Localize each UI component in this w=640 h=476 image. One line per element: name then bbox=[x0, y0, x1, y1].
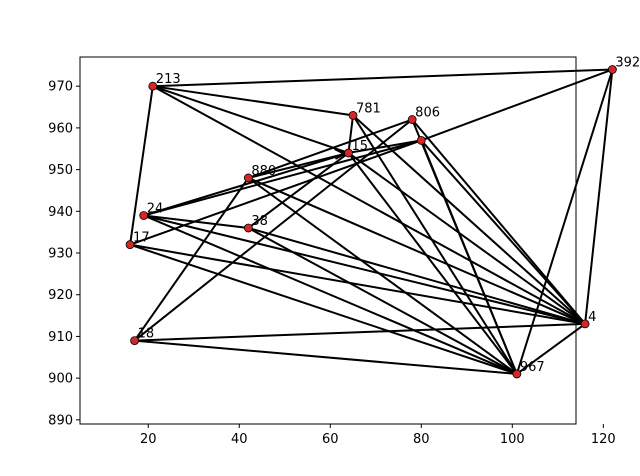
x-tick-label-120: 120 bbox=[591, 432, 616, 447]
x-tick-label-100: 100 bbox=[500, 432, 525, 447]
edge-213-781 bbox=[152, 85, 354, 117]
node-label-213: 213 bbox=[156, 72, 181, 87]
edge-781-n954 bbox=[347, 115, 355, 154]
edge-n957-n954 bbox=[348, 139, 422, 154]
edge-n954-n913 bbox=[347, 152, 586, 325]
x-tick-label-60: 60 bbox=[322, 432, 339, 447]
node-n932 bbox=[125, 240, 135, 250]
node-label-n954: 15 bbox=[351, 139, 368, 154]
node-n954 bbox=[344, 148, 353, 158]
edge-n932-967 bbox=[129, 243, 518, 375]
edge-781-967 bbox=[352, 114, 518, 375]
node-967 bbox=[512, 369, 522, 379]
edge-880-n913 bbox=[247, 177, 586, 325]
edge-n957-967 bbox=[420, 140, 518, 375]
node-392 bbox=[608, 65, 617, 74]
node-label-n936: 38 bbox=[251, 214, 268, 229]
node-880 bbox=[243, 173, 253, 183]
edge-880-806 bbox=[248, 118, 413, 179]
node-label-781: 781 bbox=[356, 101, 381, 116]
y-tick-label-930: 930 bbox=[48, 247, 73, 262]
node-n909 bbox=[130, 336, 140, 345]
node-n936 bbox=[243, 223, 253, 233]
axes-frame bbox=[79, 56, 577, 425]
edge-392-n913 bbox=[584, 69, 614, 325]
y-tick-label-910: 910 bbox=[48, 330, 73, 345]
y-tick-label-940: 940 bbox=[48, 205, 73, 220]
edge-n932-n913 bbox=[129, 243, 586, 325]
node-781 bbox=[348, 110, 358, 120]
edge-n913-967 bbox=[516, 323, 586, 375]
node-label-806: 806 bbox=[415, 106, 440, 121]
edge-n936-n954 bbox=[247, 152, 350, 229]
edge-n909-n913 bbox=[134, 322, 586, 342]
edge-n909-880 bbox=[133, 177, 250, 342]
y-tick-label-950: 950 bbox=[48, 163, 73, 178]
edge-880-967 bbox=[247, 177, 518, 375]
y-tick-label-920: 920 bbox=[48, 288, 73, 303]
node-213 bbox=[148, 81, 158, 91]
y-tick-label-970: 970 bbox=[48, 80, 73, 95]
edge-n936-967 bbox=[247, 227, 518, 375]
edge-24-967 bbox=[143, 214, 518, 375]
edge-392-967 bbox=[515, 69, 614, 375]
node-label-880: 880 bbox=[251, 164, 276, 179]
edge-213-n913 bbox=[152, 85, 586, 325]
nodes-layer: 213 392 781 806 15 880 24 38 17 18 4 967 bbox=[125, 56, 640, 379]
x-tick-label-40: 40 bbox=[231, 432, 248, 447]
node-806 bbox=[407, 115, 417, 124]
edge-392-n957 bbox=[420, 68, 613, 142]
y-tick-label-900: 900 bbox=[48, 372, 73, 387]
edge-213-n954 bbox=[152, 85, 349, 154]
axes-border bbox=[79, 56, 577, 425]
node-label-392: 392 bbox=[615, 56, 640, 71]
edge-n909-806 bbox=[133, 118, 413, 342]
edge-n936-n913 bbox=[248, 227, 586, 325]
ticks-layer: 20 40 60 80 100 120 890 900 910 920 930 940 950 960 97… bbox=[48, 80, 616, 447]
edge-213-392 bbox=[152, 68, 613, 88]
node-label-n913: 4 bbox=[588, 310, 596, 325]
x-tick-label-80: 80 bbox=[413, 432, 430, 447]
node-label-n932: 17 bbox=[133, 231, 150, 246]
node-label-24: 24 bbox=[147, 201, 164, 216]
edge-n909-967 bbox=[134, 339, 517, 375]
edge-213-n932 bbox=[129, 86, 154, 245]
edge-n932-n957 bbox=[129, 139, 422, 246]
y-tick-label-890: 890 bbox=[48, 413, 73, 428]
edge-24-n954 bbox=[143, 151, 349, 217]
y-tick-label-960: 960 bbox=[48, 121, 73, 136]
node-label-967: 967 bbox=[520, 360, 545, 375]
edges-layer bbox=[129, 68, 614, 375]
edge-n954-967 bbox=[347, 152, 518, 375]
node-label-n909: 18 bbox=[138, 327, 155, 342]
x-tick-label-20: 20 bbox=[140, 432, 157, 447]
edge-806-n913 bbox=[411, 118, 586, 325]
node-n913 bbox=[580, 319, 590, 329]
node-n957 bbox=[416, 136, 426, 145]
node-24 bbox=[139, 211, 149, 220]
edge-n957-n913 bbox=[420, 139, 586, 325]
edge-24-n957 bbox=[143, 139, 422, 217]
edge-24-n913 bbox=[143, 214, 586, 325]
